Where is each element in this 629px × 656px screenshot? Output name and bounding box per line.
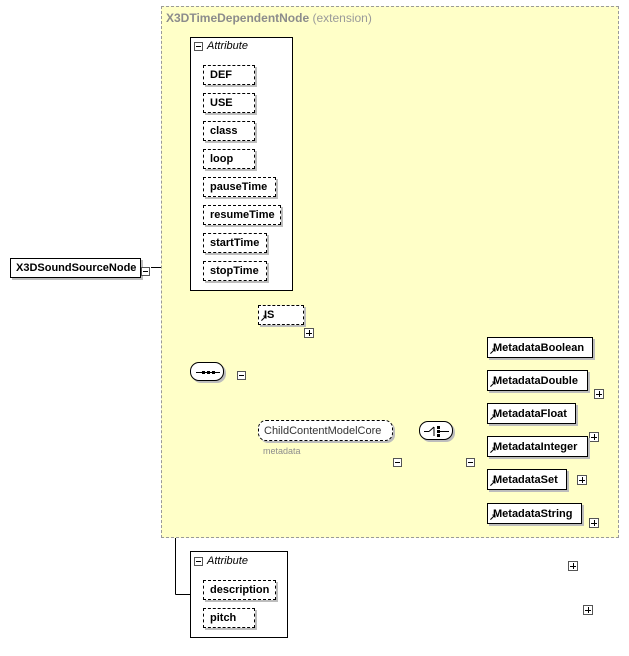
metadataset-expand-icon[interactable]	[568, 561, 578, 571]
attribute-pitch-label: pitch	[210, 612, 237, 624]
group-childcontentmodelcore[interactable]: ChildContentModelCore	[258, 420, 393, 441]
attribute-class-label: class	[210, 125, 238, 137]
choice-collapse-icon[interactable]	[466, 458, 476, 467]
attribute-resumetime-label: resumeTime	[210, 209, 275, 221]
attribute-stoptime[interactable]: stopTime	[203, 261, 267, 281]
inherited-attributes-header[interactable]: Attribute	[194, 40, 248, 52]
attribute-starttime[interactable]: startTime	[203, 233, 267, 253]
element-metadatainteger[interactable]: ↗ MetadataInteger	[487, 436, 588, 457]
element-metadatainteger-label: MetadataInteger	[493, 440, 578, 453]
choice-compositor-icon	[424, 426, 449, 437]
metadatadouble-expand-icon[interactable]	[589, 432, 599, 442]
attribute-resumetime[interactable]: resumeTime	[203, 205, 281, 225]
element-is-label: IS	[264, 309, 275, 321]
own-attributes-header[interactable]: Attribute	[194, 555, 248, 567]
element-metadatadouble-label: MetadataDouble	[493, 374, 578, 387]
element-metadatadouble[interactable]: ↗ MetadataDouble	[487, 370, 588, 391]
reference-arrow-icon: ↗	[489, 512, 497, 522]
attribute-def-label: DEF	[210, 69, 232, 81]
group-collapse-icon[interactable]	[393, 458, 402, 467]
extension-title: X3DTimeDependentNode (extension)	[166, 11, 372, 25]
reference-arrow-icon: ↗	[489, 379, 497, 389]
attribute-pausetime-label: pauseTime	[210, 181, 268, 193]
extension-type-name: X3DTimeDependentNode	[166, 11, 310, 25]
attribute-starttime-label: startTime	[210, 237, 260, 249]
inherited-attributes-title: Attribute	[207, 40, 248, 52]
root-collapse-icon[interactable]	[141, 267, 150, 276]
element-metadatafloat-label: MetadataFloat	[493, 407, 567, 420]
attribute-description[interactable]: description	[203, 580, 276, 600]
attribute-use-label: USE	[210, 97, 233, 109]
sequence-compositor-icon	[196, 371, 220, 374]
attribute-loop-label: loop	[210, 153, 234, 165]
is-expand-icon[interactable]	[304, 328, 314, 338]
sequence-collapse-icon[interactable]	[237, 371, 247, 380]
metadatafloat-expand-icon[interactable]	[577, 475, 587, 485]
reference-arrow-icon: ↗	[260, 313, 268, 323]
element-metadataboolean[interactable]: ↗ MetadataBoolean	[487, 337, 593, 358]
reference-arrow-icon: ↗	[489, 346, 497, 356]
element-metadatafloat[interactable]: ↗ MetadataFloat	[487, 403, 576, 424]
attribute-def[interactable]: DEF	[203, 65, 255, 85]
sequence-compositor[interactable]	[190, 362, 224, 381]
group-ref-sublabel: metadata	[263, 446, 301, 456]
attributes-collapse-icon[interactable]	[194, 556, 203, 566]
root-element[interactable]: X3DSoundSourceNode	[10, 258, 141, 278]
attribute-stoptime-label: stopTime	[210, 265, 259, 277]
attribute-pausetime[interactable]: pauseTime	[203, 177, 276, 197]
element-metadataboolean-label: MetadataBoolean	[493, 341, 585, 354]
metadatainteger-expand-icon[interactable]	[589, 518, 599, 528]
attribute-description-label: description	[210, 584, 270, 596]
element-is[interactable]: ↗ IS	[258, 305, 304, 325]
attribute-pitch[interactable]: pitch	[203, 608, 255, 628]
group-ref-label: ChildContentModelCore	[264, 424, 382, 437]
own-attributes-title: Attribute	[207, 555, 248, 567]
element-metadatastring-label: MetadataString	[493, 507, 573, 520]
attribute-class[interactable]: class	[203, 121, 255, 141]
element-metadataset-label: MetadataSet	[493, 473, 558, 486]
reference-arrow-icon: ↗	[489, 445, 497, 455]
extension-suffix: (extension)	[312, 11, 372, 25]
metadataboolean-expand-icon[interactable]	[594, 389, 604, 399]
attributes-collapse-icon[interactable]	[194, 41, 203, 51]
reference-arrow-icon: ↗	[489, 478, 497, 488]
metadatastring-expand-icon[interactable]	[583, 605, 593, 615]
element-metadatastring[interactable]: ↗ MetadataString	[487, 503, 582, 524]
root-element-label: X3DSoundSourceNode	[16, 262, 137, 274]
attribute-use[interactable]: USE	[203, 93, 255, 113]
element-metadataset[interactable]: ↗ MetadataSet	[487, 469, 567, 490]
attribute-loop[interactable]: loop	[203, 149, 255, 169]
choice-compositor[interactable]	[419, 421, 453, 440]
reference-arrow-icon: ↗	[489, 412, 497, 422]
